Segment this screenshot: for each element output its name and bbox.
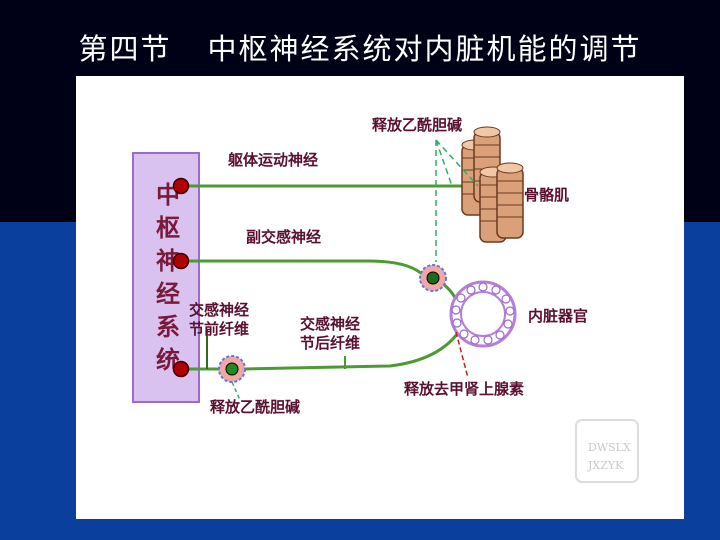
postganglionic-label-1: 交感神经 <box>300 315 360 333</box>
ach-pointer-muscle <box>435 139 479 187</box>
skeletal-muscle-label: 骨骼肌 <box>524 186 569 204</box>
slide-title: 第四节 中枢神经系统对内脏机能的调节 <box>0 26 720 68</box>
ach-pointer-bottom <box>231 381 241 401</box>
norepinephrine-label: 释放去甲肾上腺素 <box>404 380 524 398</box>
preganglionic-label-1: 交感神经 <box>189 301 249 319</box>
section-title: 中枢神经系统对内脏机能的调节 <box>207 32 642 66</box>
cns-box <box>132 152 200 403</box>
sympathetic-postganglionic-line <box>243 329 462 371</box>
parasympathetic-label: 副交感神经 <box>246 228 321 246</box>
cns-char-2: 枢 <box>156 213 180 242</box>
postganglionic-label-2: 节后纤维 <box>300 334 360 352</box>
cns-char-4: 经 <box>156 279 180 308</box>
sympathetic-neuron <box>172 360 190 378</box>
sympathetic-ganglion-cell <box>225 362 239 376</box>
ach-pointer-muscle-2 <box>435 139 453 187</box>
muscle-fiber-4 <box>496 162 524 239</box>
watermark-line-2: JXZYK <box>587 459 624 472</box>
parasympathetic-neuron <box>172 252 190 270</box>
visceral-organ-graphic <box>449 280 517 348</box>
preganglionic-label-2: 节前纤维 <box>189 320 249 338</box>
parasympathetic-preganglionic-line <box>182 259 426 278</box>
somatic-nerve-label: 躯体运动神经 <box>227 151 318 169</box>
skeletal-muscle-graphic <box>461 126 524 243</box>
cns-char-5: 系 <box>156 312 180 341</box>
watermark-seal: DWSLX JXZYK <box>575 419 639 483</box>
watermark-line-1: DWSLX <box>588 441 631 454</box>
visceral-organ-label: 内脏器官 <box>528 307 588 325</box>
ach-bottom-label: 释放乙酰胆碱 <box>210 398 300 416</box>
somatic-neuron <box>172 177 190 195</box>
ach-top-label: 释放乙酰胆碱 <box>372 116 462 134</box>
section-number: 第四节 <box>78 32 172 66</box>
parasympathetic-ganglion-cell <box>426 271 440 285</box>
